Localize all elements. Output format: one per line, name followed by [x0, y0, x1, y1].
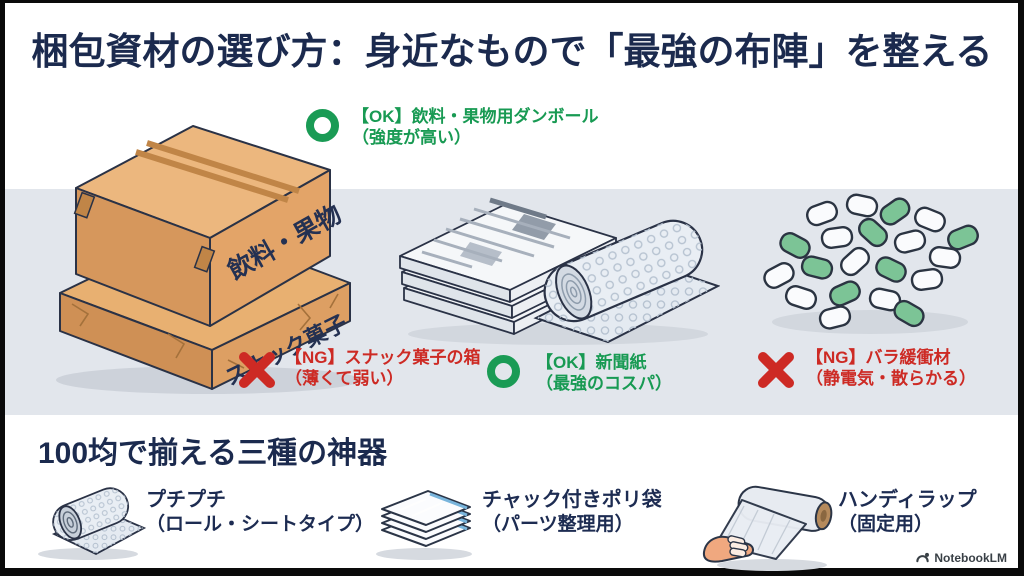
- ok-circle-icon: [306, 109, 339, 142]
- annotation-line1: 【OK】飲料・果物用ダンボール: [352, 107, 599, 126]
- kit-item-note: （固定用）: [838, 514, 934, 535]
- packing-peanuts-illustration: [763, 193, 979, 334]
- bubble-wrap-roll-icon: [38, 487, 146, 560]
- kit-item-zip-bags: チャック付きポリ袋 （パーツ整理用）: [482, 488, 662, 537]
- credit-badge: NotebookLM: [915, 550, 1007, 565]
- zip-poly-bag-icon: [376, 490, 472, 560]
- letterbox-left: [0, 0, 5, 576]
- ng-cross-icon: [239, 352, 275, 388]
- letterbox-top: [0, 0, 1024, 3]
- letterbox-right: [1018, 0, 1024, 576]
- annotation-line1: 【NG】バラ緩衝材: [806, 348, 951, 367]
- notebooklm-logo-icon: [916, 552, 930, 563]
- annotation-line2: （静電気・散らかる）: [806, 369, 976, 388]
- kit-item-note: （ロール・シートタイプ）: [146, 514, 375, 535]
- ok-circle-icon: [487, 355, 520, 388]
- annotation-line2: （最強のコスパ）: [536, 374, 672, 393]
- annotation-line1: 【OK】新聞紙: [536, 353, 647, 372]
- bubble-wrap-roll-large-icon: [533, 219, 720, 344]
- newspaper-and-bubble-wrap-illustration: [399, 197, 720, 345]
- letterbox-bottom: [0, 568, 1024, 576]
- annotation-line2: （薄くて弱い）: [285, 369, 404, 388]
- kit-item-handy-wrap: ハンディラップ （固定用）: [838, 488, 977, 537]
- handy-wrap-icon: [702, 485, 833, 571]
- annotation-line2: （強度が高い）: [352, 128, 471, 147]
- page-title: 梱包資材の選び方：身近なもので「最強の布陣」を整える: [31, 31, 993, 72]
- kit-item-name: チャック付きポリ袋: [482, 489, 662, 511]
- kit-item-name: プチプチ: [146, 489, 226, 511]
- bottom-section-heading: 100均で揃える三種の神器: [38, 437, 388, 470]
- kit-item-bubble-wrap: プチプチ （ロール・シートタイプ）: [146, 488, 374, 537]
- ng-cross-icon: [758, 352, 794, 388]
- annotation-line1: 【NG】スナック菓子の箱: [285, 348, 481, 367]
- credit-text: NotebookLM: [934, 550, 1007, 565]
- kit-item-note: （パーツ整理用）: [482, 514, 634, 535]
- kit-item-name: ハンディラップ: [838, 489, 977, 511]
